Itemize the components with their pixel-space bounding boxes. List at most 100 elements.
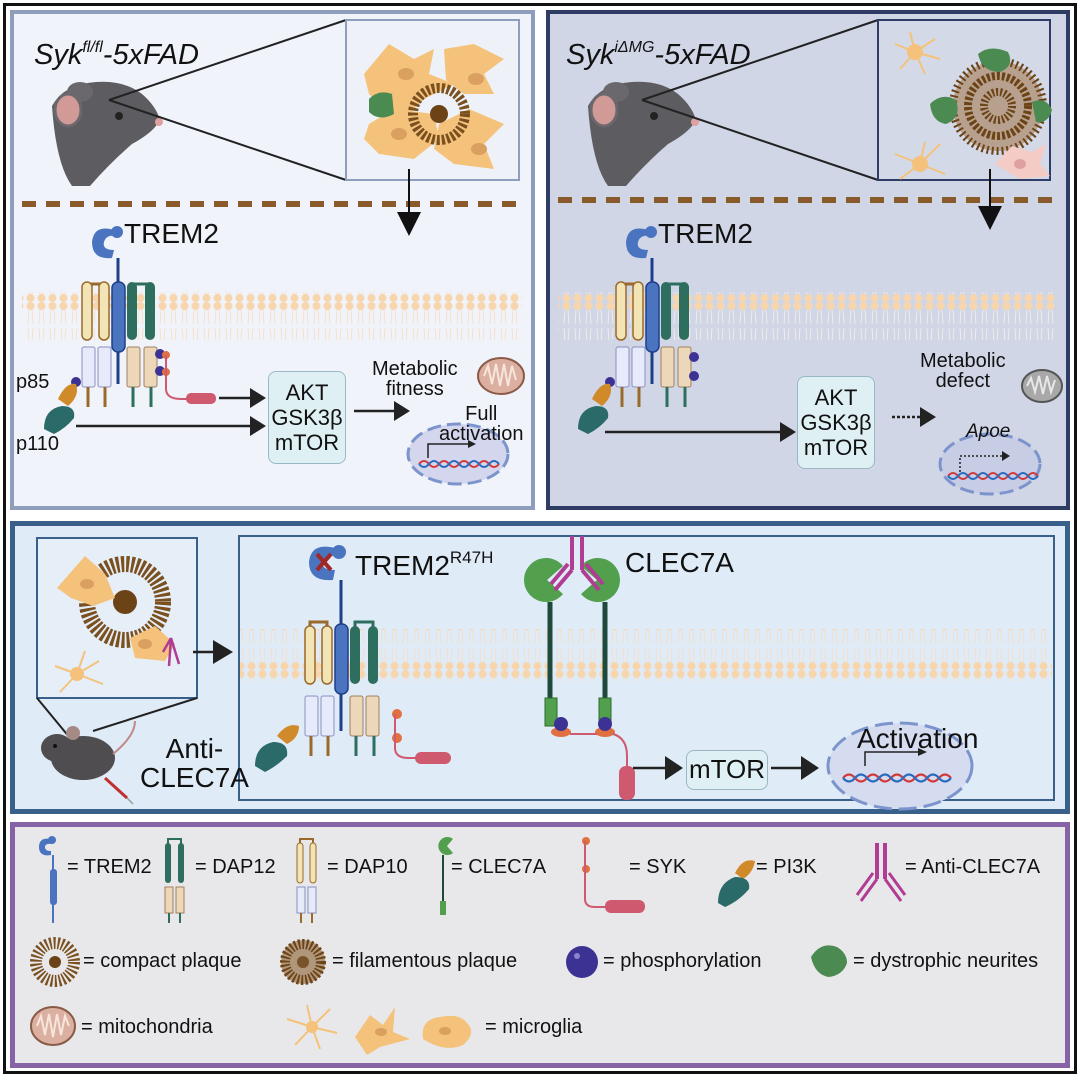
syk-icon	[551, 726, 635, 800]
trem2-label: TREM2	[124, 218, 219, 249]
apoe-label: Apoe	[966, 421, 1011, 442]
mouse-head-icon	[588, 81, 699, 186]
mouse-head-icon	[52, 81, 163, 186]
legend-label-phosphorylation: = phosphorylation	[603, 950, 762, 972]
pi3k-icon	[718, 860, 755, 907]
legend-label-microglia: = microglia	[485, 1016, 583, 1038]
akt-label: AKT	[285, 379, 329, 405]
panel-syk-floxed: Sykfl/fl-5xFAD TREM2 p85 p110 AKT GSK3β …	[10, 10, 535, 510]
pi3k-icon	[44, 383, 77, 434]
arrow-head-icon	[213, 640, 233, 664]
mouse-icon	[41, 720, 136, 805]
zoom-line	[108, 19, 347, 101]
legend-label-clec7a: = CLEC7A	[451, 856, 547, 878]
zoom-line	[92, 697, 198, 732]
gsk3b-label: GSK3β	[271, 404, 343, 430]
pi3k-icon	[255, 725, 299, 772]
p85-label: p85	[16, 371, 50, 393]
akt-label: AKT	[814, 384, 858, 410]
zoom-line	[641, 19, 879, 101]
arrow-head-icon	[394, 401, 410, 421]
kinase-box: AKT GSK3β mTOR	[268, 371, 346, 464]
trem2-r47h-label: TREM2R47H	[355, 548, 494, 581]
p110-label: p110	[16, 433, 60, 455]
panel-title: SykiΔMG-5xFAD	[566, 39, 751, 71]
mtor-label: mTOR	[803, 435, 869, 461]
antibody-icon	[161, 637, 181, 667]
nucleus-icon	[406, 422, 510, 486]
clec7a-label: CLEC7A	[625, 547, 734, 578]
trem2-r47h-receptor-complex	[304, 545, 380, 756]
filamentous-plaque-icon	[949, 57, 1047, 155]
legend-label-dap10: = DAP10	[327, 856, 408, 878]
compact-plaque-icon	[79, 556, 171, 648]
nucleus-icon	[826, 721, 974, 811]
mtor-box: mTOR	[686, 750, 768, 790]
legend-label-mitochondria: = mitochondria	[81, 1016, 213, 1038]
syk-icon	[162, 351, 216, 404]
kinase-box: AKT GSK3β mTOR	[797, 376, 875, 469]
trem2-receptor-complex	[615, 226, 692, 407]
arrow-head-icon	[250, 388, 266, 408]
panel-anti-clec7a: Anti-CLEC7A TREM2R47H CLEC7A mTOR Activa…	[10, 521, 1070, 814]
phosphorylation-icon	[554, 717, 612, 731]
microglia-reactive-icon	[995, 144, 1050, 179]
nucleus-icon	[938, 432, 1042, 496]
dystrophic-neurites-icon	[369, 92, 394, 118]
panel-title: Sykfl/fl-5xFAD	[34, 39, 199, 71]
filamentous-plaque-icon	[280, 939, 326, 985]
legend-label-trem2: = TREM2	[67, 856, 152, 878]
anti-clec7a-treatment-label: Anti-CLEC7A	[140, 733, 249, 794]
mutation-x-icon	[315, 552, 333, 572]
zoom-line	[641, 99, 879, 181]
clec7a-icon	[438, 837, 453, 915]
arrow-head-icon	[397, 212, 421, 236]
zoom-line	[108, 99, 347, 181]
arrow-head-icon	[780, 422, 796, 442]
mitochondria-icon	[477, 357, 525, 395]
legend-icons	[30, 836, 907, 1055]
panel-anti-clec7a-art	[36, 535, 1055, 811]
trem2-label: TREM2	[658, 218, 753, 249]
arrow-head-icon	[801, 756, 819, 780]
legend-label-syk: = SYK	[629, 856, 687, 878]
legend-panel: = TREM2 = DAP12 = DAP10 = CLEC7A = SYK =…	[10, 822, 1070, 1068]
activation-label: Activation	[857, 723, 979, 754]
antibody-icon	[549, 536, 605, 592]
legend-label-compact-plaque: = compact plaque	[83, 950, 242, 972]
legend-label-dystrophic-neurites: = dystrophic neurites	[853, 950, 1039, 972]
legend-label-filamentous-plaque: = filamentous plaque	[332, 950, 518, 972]
dap12-icon	[164, 838, 185, 923]
pi3k-icon	[578, 383, 611, 434]
panel-syk-deleted: SykiΔMG-5xFAD TREM2 AKT GSK3β mTOR Metab…	[546, 10, 1070, 510]
arrow-head-icon	[665, 756, 683, 780]
compact-plaque-icon	[30, 937, 80, 987]
microglia-icon	[286, 1004, 472, 1055]
dap10-icon	[296, 838, 317, 923]
antibody-icon	[855, 843, 907, 902]
dystrophic-neurites-icon	[811, 945, 847, 977]
compact-plaque-icon	[408, 83, 470, 145]
mitochondria-icon	[30, 1006, 76, 1046]
legend-label-anti-clec7a: = Anti-CLEC7A	[905, 856, 1041, 878]
cell-membrane	[240, 629, 1052, 681]
cell-membrane	[22, 292, 522, 340]
legend-label-pi3k: = PI3K	[756, 856, 817, 878]
gsk3b-label: GSK3β	[800, 409, 872, 435]
zoom-line	[36, 697, 71, 739]
arrow-head-icon	[920, 407, 936, 427]
syk-icon	[392, 709, 451, 764]
panel-syk-floxed-art	[22, 19, 525, 486]
arrow-head-icon	[978, 206, 1002, 230]
syk-icon	[582, 837, 645, 913]
arrow-head-icon	[250, 416, 266, 436]
dystrophic-neurites-icon	[930, 48, 1052, 124]
phosphorylation-icon	[566, 946, 598, 978]
panel-syk-deleted-art	[558, 19, 1063, 496]
mitochondria-defect-icon	[1021, 369, 1063, 403]
phosphorylation-icon	[605, 352, 699, 387]
trem2-icon	[39, 836, 57, 923]
